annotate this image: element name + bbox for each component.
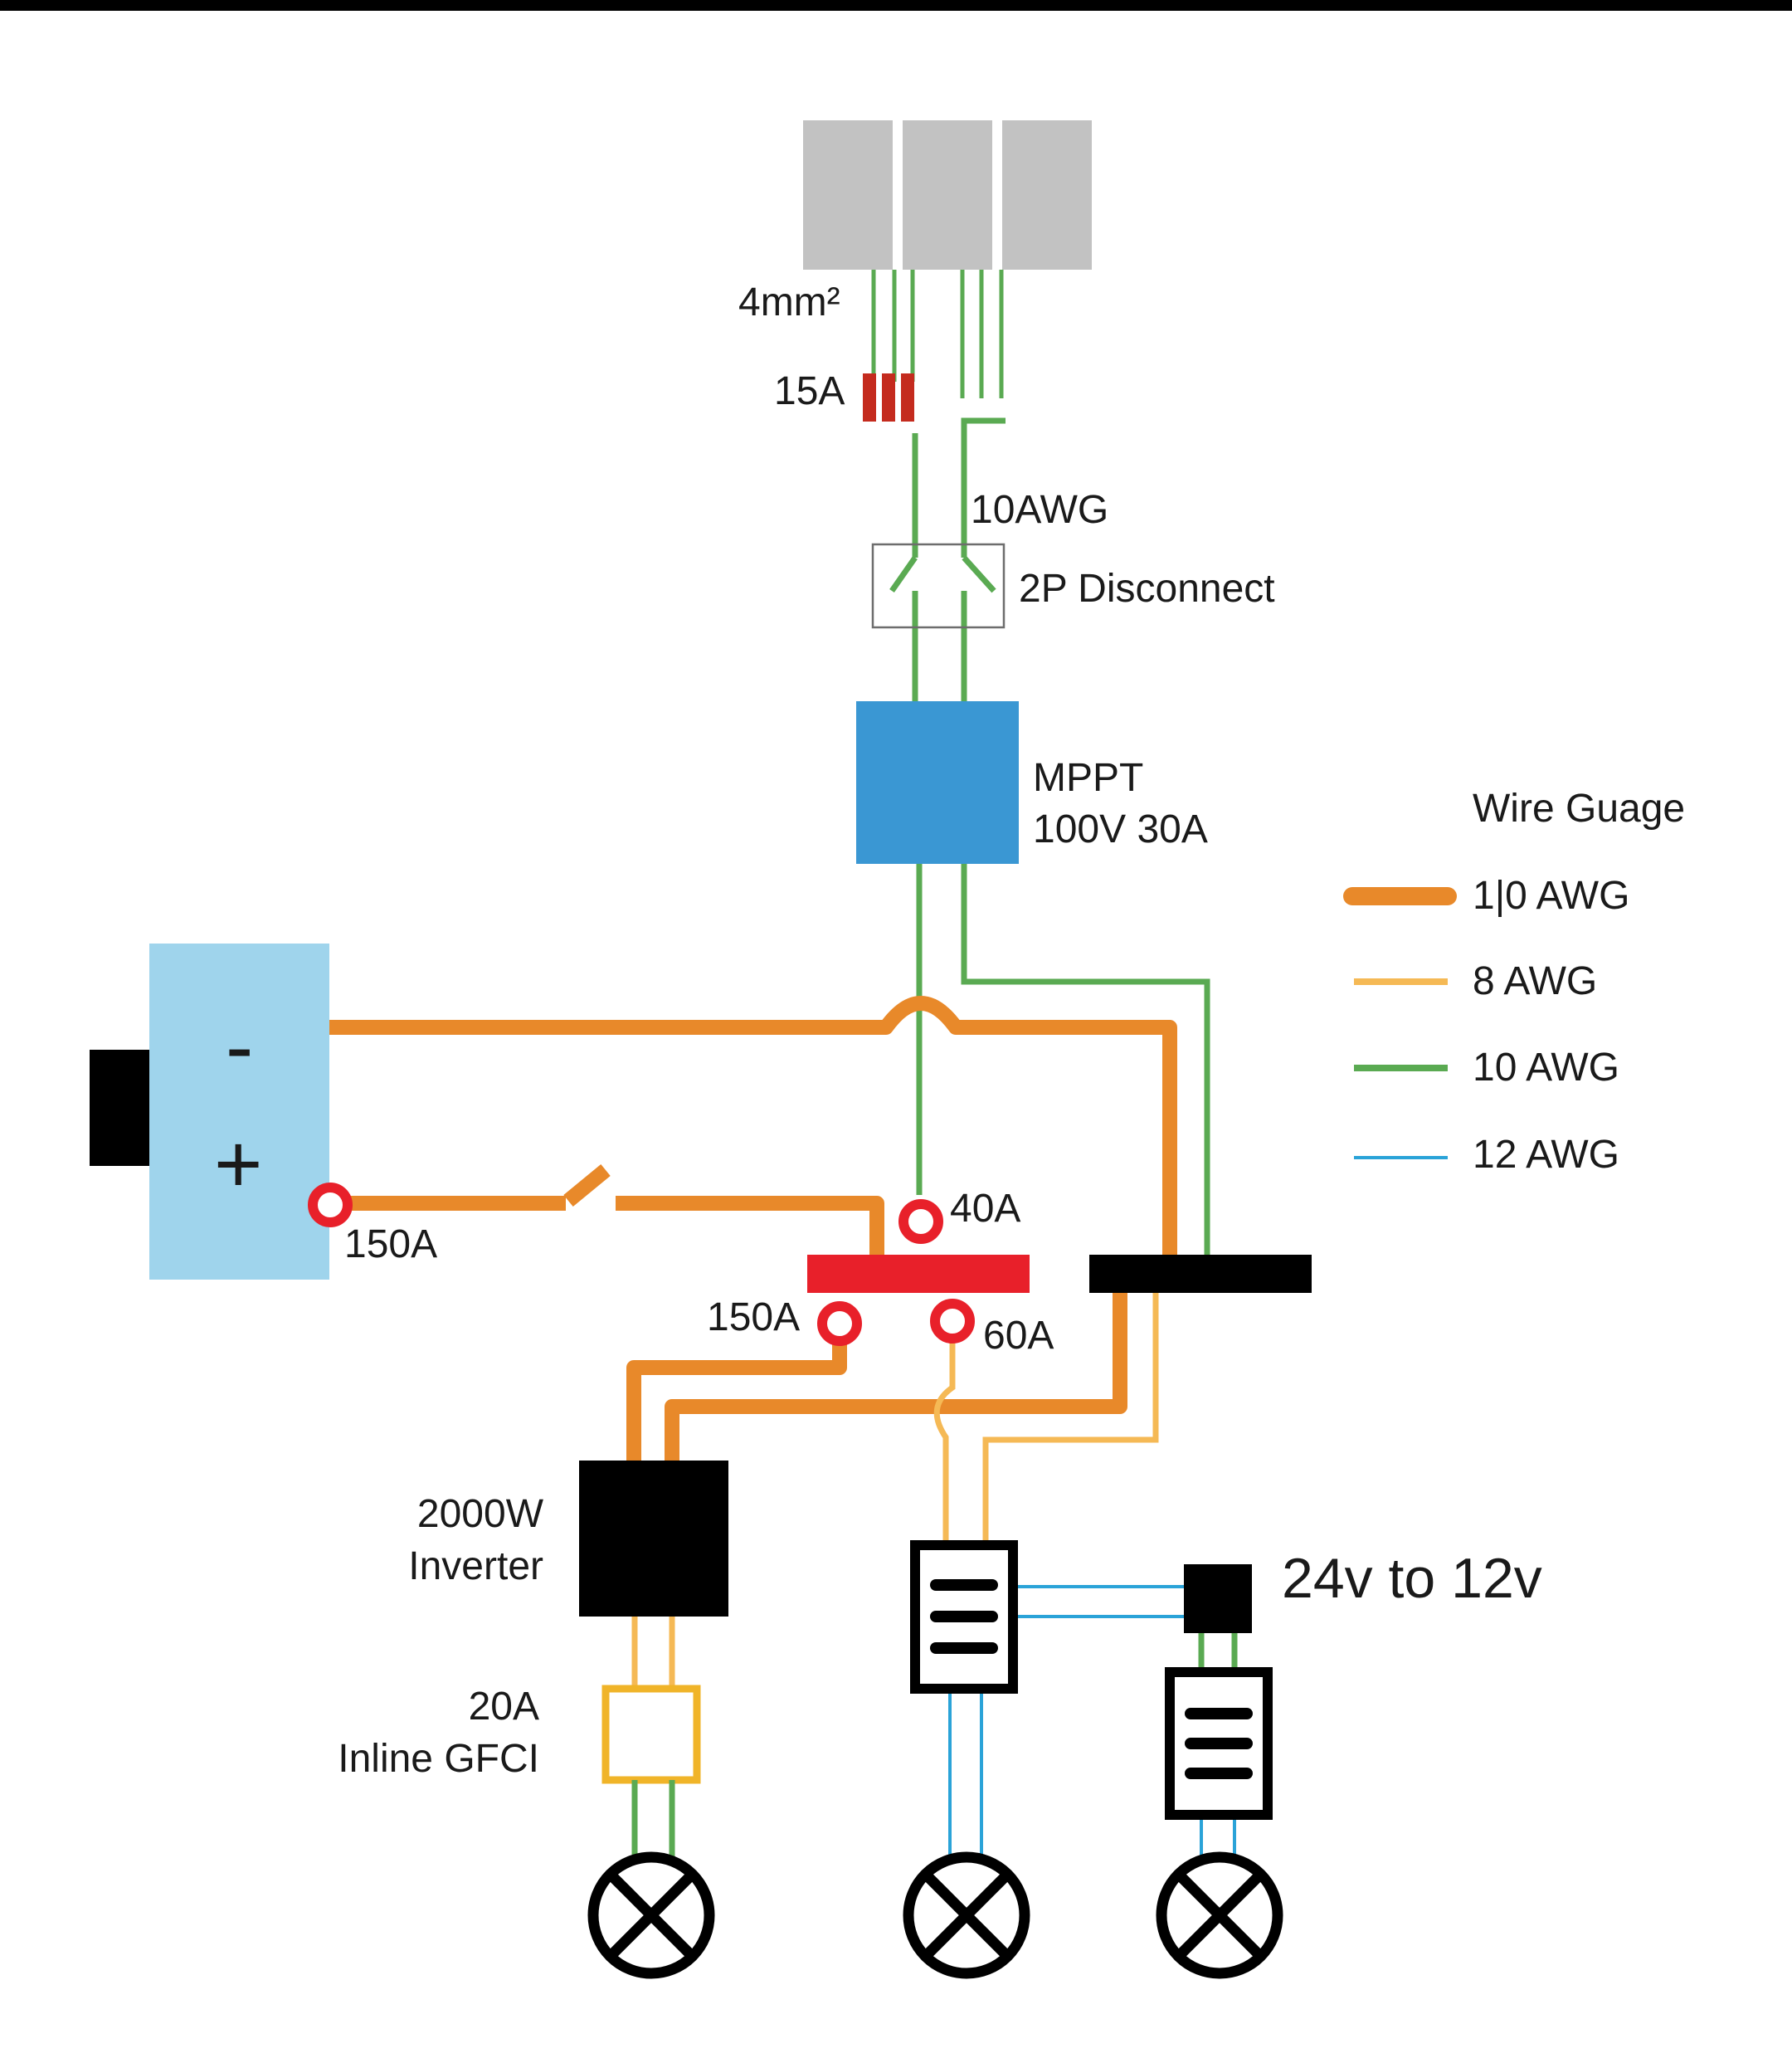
solar-panel-3 <box>1002 120 1092 270</box>
pv-wire-label: 10AWG <box>971 488 1108 532</box>
pv-wires <box>889 417 1006 701</box>
mppt-controller <box>856 701 1019 864</box>
legend-title: Wire Guage <box>1473 787 1685 831</box>
panel-fuse-label: 15A <box>774 369 845 413</box>
bus-fuse-40-label: 40A <box>950 1187 1020 1231</box>
mppt-label-line1: MPPT <box>1033 756 1143 800</box>
solar-panel-1 <box>803 120 893 270</box>
wire-gauge-legend: Wire Guage 1|0 AWG 8 AWG 10 AWG 12 AWG <box>1343 787 1685 1177</box>
dc-converter <box>1184 1564 1252 1633</box>
solar-panels <box>803 120 1092 270</box>
disconnect-switch-box <box>871 543 1006 629</box>
inverter-label-line1: 2000W <box>417 1492 544 1536</box>
panel-fuse-3 <box>901 373 914 422</box>
bus-fuse-150-ring <box>817 1301 862 1346</box>
converter-label: 24v to 12v <box>1282 1547 1542 1610</box>
inline-gfci <box>601 1685 701 1784</box>
battery-negative-label: - <box>226 1000 253 1093</box>
bus-fuse-40-ring <box>898 1199 943 1244</box>
inverter-label-line2: Inverter <box>408 1544 543 1588</box>
load-12v-lamp <box>1156 1851 1283 1979</box>
bus-fuse-150-label: 150A <box>707 1295 800 1339</box>
panel-fuses <box>863 373 914 422</box>
battery-positive-label: + <box>214 1118 262 1211</box>
battery-fuse-ring <box>308 1183 353 1227</box>
fuse-rings <box>308 1183 975 1346</box>
bus-fuse-60-ring <box>930 1299 975 1344</box>
negative-bus-bar <box>1089 1255 1312 1293</box>
legend-label-1-0-awg: 1|0 AWG <box>1473 874 1629 918</box>
mppt-output-wires <box>916 864 1210 1255</box>
eight-awg-wires <box>631 1293 1159 1689</box>
dc-fuse-block-12v <box>1165 1667 1273 1820</box>
battery-fuse-label: 150A <box>344 1222 437 1266</box>
gfci-output-wires <box>631 1780 675 1859</box>
gfci-label-line2: Inline GFCI <box>338 1737 539 1781</box>
panel-fuse-2 <box>882 373 895 422</box>
load-ac-lamp <box>587 1851 715 1979</box>
dc-fuse-block-24v <box>910 1540 1018 1694</box>
legend-label-10-awg: 10 AWG <box>1473 1046 1619 1090</box>
load-24v-lamp <box>903 1851 1030 1979</box>
panel-leads <box>871 270 1004 398</box>
main-cables <box>329 996 1177 1461</box>
panel-wire-label: 4mm² <box>738 280 840 324</box>
converter-output-wires <box>1198 1633 1238 1672</box>
battery <box>149 944 329 1280</box>
bus-fuse-60-label: 60A <box>983 1314 1054 1358</box>
twelve-awg-wires <box>948 1585 1236 1859</box>
panel-fuse-1 <box>863 373 876 422</box>
legend-label-8-awg: 8 AWG <box>1473 959 1597 1003</box>
top-border-bar <box>0 0 1792 11</box>
positive-bus-bar <box>807 1255 1030 1293</box>
mppt-label-line2: 100V 30A <box>1033 807 1208 851</box>
gfci-label-line1: 20A <box>469 1685 539 1729</box>
battery-terminal-block <box>90 1050 149 1166</box>
solar-panel-2 <box>903 120 992 270</box>
disconnect-label: 2P Disconnect <box>1019 567 1275 611</box>
inverter <box>579 1461 728 1617</box>
legend-label-12-awg: 12 AWG <box>1473 1133 1619 1177</box>
